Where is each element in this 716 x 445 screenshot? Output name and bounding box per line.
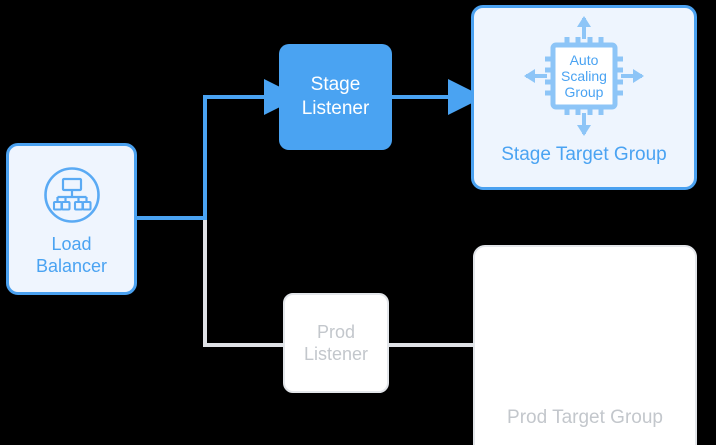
- stage-listener-label: Stage Listener: [302, 73, 370, 121]
- load-balancer-label: Load Balancer: [30, 233, 113, 278]
- stage-listener-label-line1: Stage: [310, 74, 361, 96]
- asg-icon-label-line3: Group: [565, 84, 604, 100]
- node-stage-target-group[interactable]: Auto Scaling Group Stage Target Group: [471, 5, 697, 190]
- node-prod-target-group[interactable]: Prod Target Group: [473, 245, 697, 445]
- stage-listener-label-line2: Listener: [301, 98, 370, 119]
- prod-listener-label-line2: Listener: [303, 344, 369, 364]
- load-balancer-label-line1: Load: [51, 233, 92, 254]
- stage-target-group-label: Stage Target Group: [501, 144, 667, 165]
- connector-load-balancer-to-prod-listener: [203, 218, 283, 347]
- asg-icon-label-line1: Auto: [570, 52, 599, 68]
- prod-target-group-label: Prod Target Group: [507, 407, 663, 429]
- asg-icon-label-line2: Scaling: [561, 68, 607, 84]
- prod-listener-label-line1: Prod: [316, 321, 355, 342]
- prod-listener-label: Prod Listener: [304, 321, 368, 366]
- load-balancer-hierarchy-icon: [42, 165, 102, 225]
- load-balancer-label-line2: Balancer: [35, 256, 108, 276]
- node-load-balancer[interactable]: Load Balancer: [6, 143, 137, 295]
- connector-load-balancer-to-stage-listener: [137, 79, 300, 220]
- node-prod-listener[interactable]: Prod Listener: [283, 293, 389, 393]
- auto-scaling-group-chip-icon: Auto Scaling Group: [523, 15, 645, 137]
- node-stage-listener[interactable]: Stage Listener: [279, 44, 392, 150]
